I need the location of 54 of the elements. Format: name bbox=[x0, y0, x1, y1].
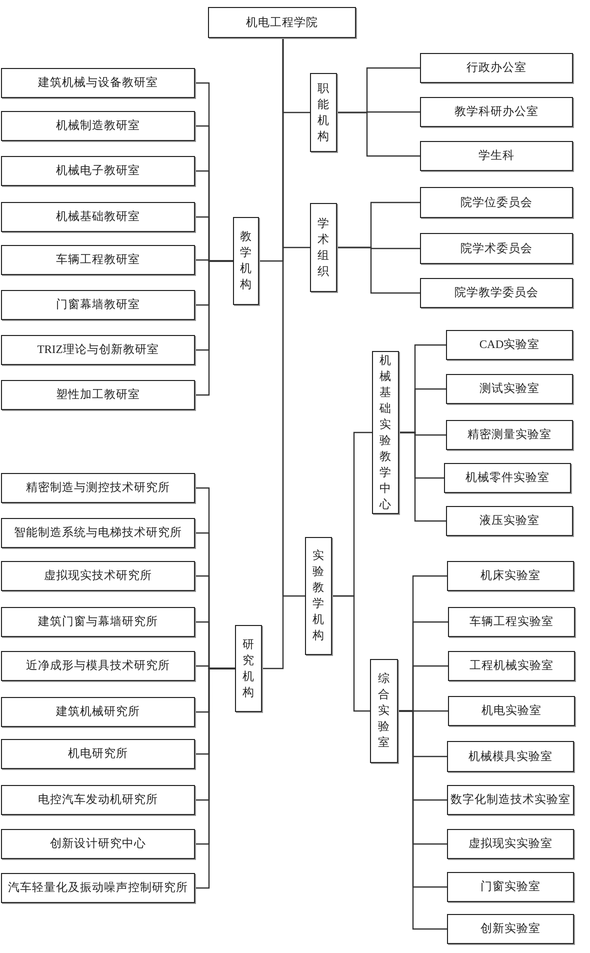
org-box: 学生科 bbox=[420, 141, 573, 171]
org-box: 精密制造与测控技术研究所 bbox=[1, 473, 195, 503]
department-box: 学术组织 bbox=[310, 203, 337, 292]
org-box: 数字化制造技术实验室 bbox=[447, 785, 574, 815]
org-box: 机电研究所 bbox=[1, 739, 195, 769]
org-box: 行政办公室 bbox=[420, 53, 573, 83]
department-box: 综合实验室 bbox=[370, 659, 398, 763]
connector-line bbox=[332, 595, 370, 712]
department-box: 实验教学机构 bbox=[305, 537, 332, 655]
connector-line bbox=[337, 112, 420, 157]
org-box: 建筑机械与设备教研室 bbox=[1, 68, 195, 98]
org-box: 机械零件实验室 bbox=[444, 463, 571, 493]
org-box: 创新实验室 bbox=[447, 914, 574, 944]
connector-line bbox=[398, 710, 447, 930]
org-box: 塑性加工教研室 bbox=[1, 380, 195, 410]
org-box: CAD实验室 bbox=[446, 330, 573, 360]
org-box: 院学教学委员会 bbox=[420, 278, 573, 308]
org-box: 车辆工程教研室 bbox=[1, 245, 195, 275]
org-box: 门窗幕墙教研室 bbox=[1, 290, 195, 320]
org-box: 液压实验室 bbox=[446, 506, 573, 536]
org-box: 近净成形与模具技术研究所 bbox=[1, 651, 195, 681]
org-box: 测试实验室 bbox=[446, 374, 573, 404]
department-box: 研究机构 bbox=[235, 625, 262, 712]
department-box: 教学机构 bbox=[233, 217, 259, 305]
org-box: 汽车轻量化及振动噪声控制研究所 bbox=[1, 873, 195, 903]
org-box: TRIZ理论与创新教研室 bbox=[1, 335, 195, 365]
org-box: 机床实验室 bbox=[447, 561, 574, 591]
org-box: 建筑机械研究所 bbox=[1, 697, 195, 727]
org-box: 工程机械实验室 bbox=[448, 651, 575, 681]
org-box: 机械制造教研室 bbox=[1, 111, 195, 141]
org-box: 机电实验室 bbox=[448, 696, 575, 726]
connector-line bbox=[195, 260, 233, 396]
connector-line bbox=[195, 668, 235, 889]
org-box: 精密测量实验室 bbox=[446, 420, 573, 450]
org-box: 智能制造系统与电梯技术研究所 bbox=[1, 518, 195, 548]
org-box: 机械模具实验室 bbox=[447, 741, 574, 772]
org-box: 机械基础教研室 bbox=[1, 202, 195, 232]
connector-line bbox=[337, 246, 420, 294]
org-box: 院学术委员会 bbox=[420, 233, 573, 264]
org-box: 教学科研办公室 bbox=[420, 97, 573, 127]
org-box: 院学位委员会 bbox=[420, 187, 573, 218]
org-box: 创新设计研究中心 bbox=[1, 829, 195, 859]
connector-line bbox=[262, 38, 284, 670]
org-box: 车辆工程实验室 bbox=[448, 607, 575, 637]
org-box: 机械电子教研室 bbox=[1, 156, 195, 186]
org-box: 建筑门窗与幕墙研究所 bbox=[1, 607, 195, 637]
org-box: 虚拟现实实验室 bbox=[447, 829, 574, 859]
org-box: 电控汽车发动机研究所 bbox=[1, 785, 195, 815]
org-box: 门窗实验室 bbox=[447, 872, 574, 902]
org-box: 虚拟现实技术研究所 bbox=[1, 561, 195, 591]
department-box: 机械基础实验教学中心 bbox=[372, 351, 399, 514]
org-box: 机电工程学院 bbox=[208, 7, 356, 38]
department-box: 职能机构 bbox=[310, 73, 337, 152]
connector-line bbox=[399, 432, 446, 522]
